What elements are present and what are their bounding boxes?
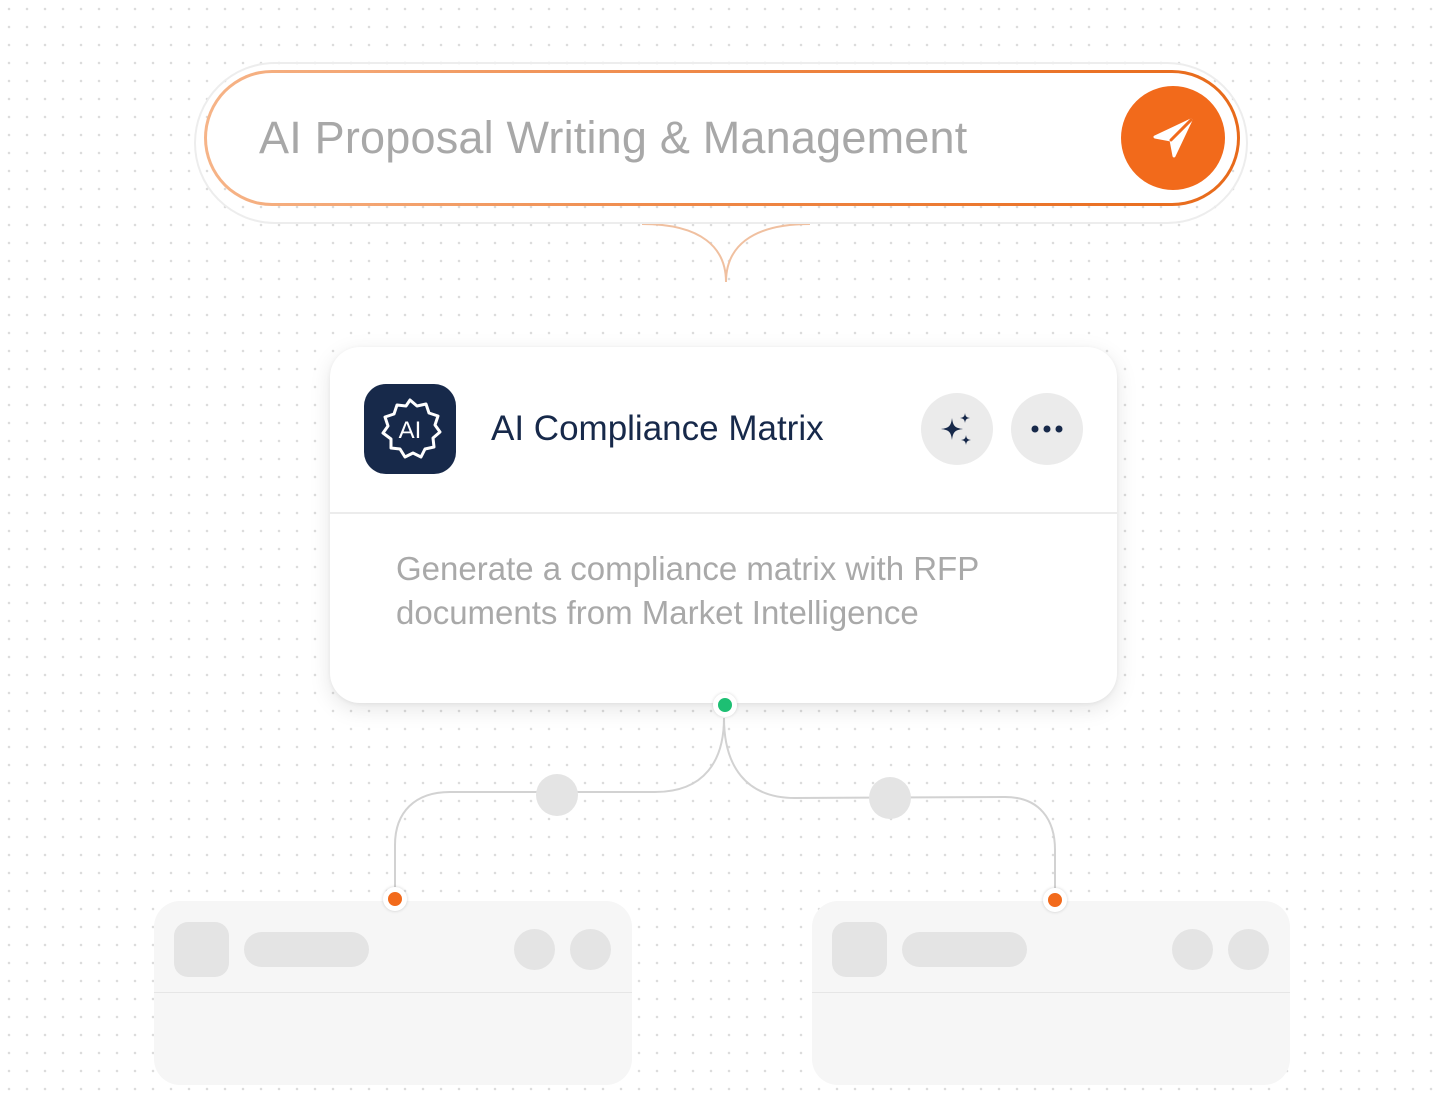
prompt-connector-left [641,223,727,283]
skeleton-action [570,929,611,970]
placeholder-node-left [154,901,632,1085]
output-port[interactable] [713,693,737,717]
send-plane-icon [1153,118,1193,158]
skeleton-title [244,932,369,967]
more-options-button[interactable] [1011,393,1083,465]
sparkle-icon [941,413,971,445]
more-horizontal-icon [1031,425,1063,433]
skeleton-divider [154,992,632,993]
prompt-text[interactable]: AI Proposal Writing & Management [259,112,968,163]
skeleton-action [514,929,555,970]
node-card-header: AI AI Compliance Matrix [330,347,1117,512]
node-title: AI Compliance Matrix [491,409,824,448]
skeleton-action [1228,929,1269,970]
node-card-ai-compliance-matrix[interactable]: AI AI Compliance Matrix Generate a compl… [330,347,1117,703]
skeleton-icon [832,922,887,977]
input-port-left[interactable] [383,887,407,911]
prompt-input-area[interactable]: AI Proposal Writing & Management [207,73,1237,203]
send-button[interactable] [1121,86,1225,190]
branch-handle-right[interactable] [869,777,911,819]
ai-logo-label: AI [399,417,422,444]
ai-gear-icon: AI [381,398,442,459]
branch-handle-left[interactable] [536,774,578,816]
skeleton-divider [812,992,1290,993]
node-card-divider [330,512,1117,514]
ai-logo: AI [364,384,456,474]
skeleton-action [1172,929,1213,970]
node-description: Generate a compliance matrix with RFP do… [396,550,979,631]
prompt-bar[interactable]: AI Proposal Writing & Management [204,70,1240,206]
prompt-connector-right [725,223,811,283]
branch-left [394,717,725,890]
input-port-right[interactable] [1043,888,1067,912]
branch-right [723,717,1056,890]
skeleton-title [902,932,1027,967]
placeholder-node-right [812,901,1290,1085]
prompt-outer-ring [194,62,1248,224]
ai-assist-button[interactable] [921,393,993,465]
skeleton-icon [174,922,229,977]
